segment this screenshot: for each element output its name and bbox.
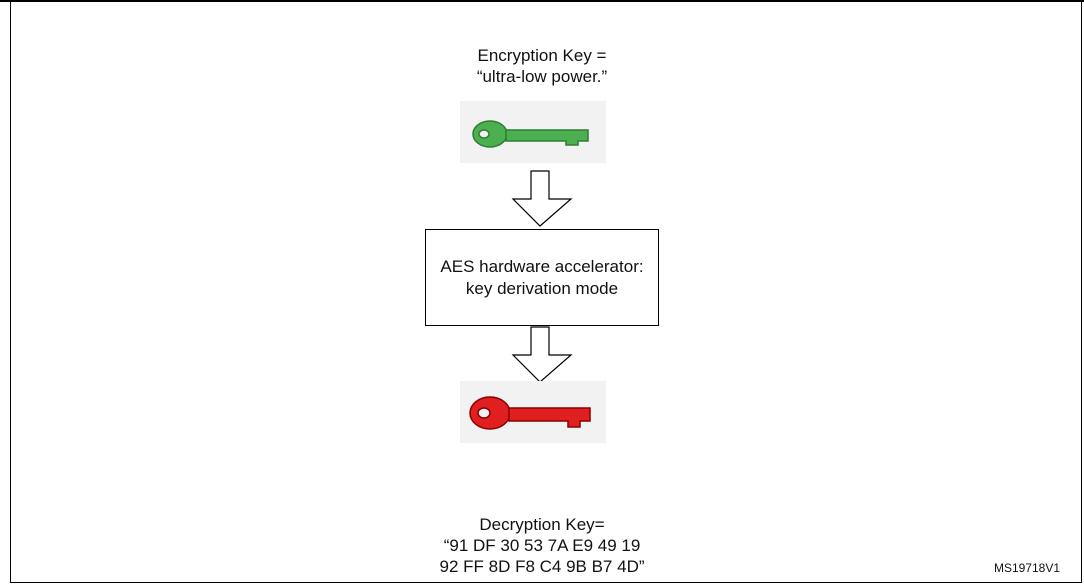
- down-arrow-1: [511, 170, 573, 227]
- accelerator-line1: AES hardware accelerator:: [440, 256, 644, 276]
- aes-accelerator-box: AES hardware accelerator: key derivation…: [425, 229, 659, 326]
- decryption-key-line1: “91 DF 30 53 7A E9 49 19: [443, 536, 641, 555]
- decryption-key-image: [460, 381, 606, 443]
- decryption-key-line2: 92 FF 8D F8 C4 9B B7 4D”: [439, 557, 645, 576]
- encryption-key-title: Encryption Key =: [477, 46, 607, 65]
- top-border: [0, 0, 1084, 2]
- figure-reference: MS19718V1: [993, 561, 1060, 575]
- red-key-icon: [469, 396, 591, 430]
- decryption-key-label: Decryption Key= “91 DF 30 53 7A E9 49 19…: [392, 514, 692, 577]
- accelerator-line2: key derivation mode: [465, 278, 619, 298]
- encryption-key-label: Encryption Key = “ultra-low power.”: [392, 45, 692, 87]
- encryption-key-image: [460, 101, 606, 163]
- green-key-icon: [472, 120, 589, 148]
- down-arrow-2: [511, 326, 573, 383]
- decryption-key-title: Decryption Key=: [479, 515, 605, 534]
- encryption-key-value: “ultra-low power.”: [476, 67, 608, 86]
- figure-frame: [10, 0, 1082, 583]
